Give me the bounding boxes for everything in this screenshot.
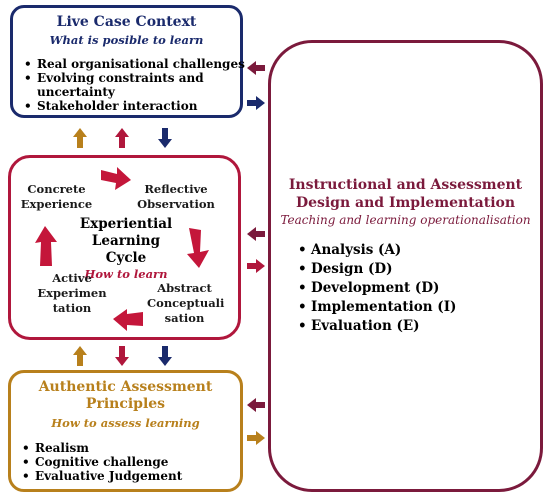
- concrete-experience-label: Concrete Experience: [20, 182, 93, 211]
- authentic-assessment-box: Authentic Assessment Principles How to a…: [8, 370, 243, 492]
- cycle-arrow-right-icon: [101, 167, 131, 190]
- live-case-context-box: Live Case Context What is posible to lea…: [10, 5, 245, 118]
- list-item: Analysis (A): [298, 241, 531, 260]
- list-item: Evaluative Judgement: [22, 469, 245, 483]
- list-item: Stakeholder interaction: [24, 99, 247, 113]
- list-item: Real organisational challenges: [24, 57, 247, 71]
- arrow-left-icon: [247, 61, 265, 75]
- live-case-list: Real organisational challenges Evolving …: [19, 57, 247, 113]
- arrow-right-icon: [247, 431, 265, 445]
- auth-title-2: Principles: [85, 396, 166, 412]
- cycle-arrow-up-icon: [35, 226, 57, 266]
- active-experimentation-label: Active Experimen tation: [37, 271, 107, 315]
- list-item: Implementation (I): [298, 298, 531, 317]
- experiential-learning-cycle-box: Concrete Experience Reflective Observati…: [8, 155, 241, 340]
- design-title-1: Instructional and Assessment: [288, 177, 523, 193]
- instructional-design-box: Instructional and Assessment Design and …: [268, 40, 543, 492]
- auth-title-1: Authentic Assessment: [38, 379, 213, 395]
- abstract-conceptualisation-label: Abstract Conceptuali sation: [147, 281, 225, 325]
- design-title-2: Design and Implementation: [295, 195, 516, 211]
- arrow-up-icon: [73, 346, 87, 366]
- arrow-down-icon: [158, 346, 172, 366]
- elc-title-1: Experiential: [79, 216, 173, 232]
- reflective-observation-label: Reflective Observation: [137, 182, 215, 211]
- list-item: Evolving constraints and uncertainty: [24, 71, 207, 99]
- list-item: Design (D): [298, 260, 531, 279]
- auth-list: Realism Cognitive challenge Evaluative J…: [17, 441, 245, 483]
- list-item: Realism: [22, 441, 245, 455]
- list-item: Development (D): [298, 279, 531, 298]
- elc-title-3: Cycle: [105, 250, 147, 266]
- cycle-arrow-left-icon: [113, 309, 143, 331]
- arrow-right-icon: [247, 259, 265, 273]
- auth-subtitle: How to assess learning: [51, 416, 200, 430]
- arrow-up-icon: [73, 128, 87, 148]
- arrow-up-icon: [115, 128, 129, 148]
- elc-center: Experiential Learning Cycle How to learn: [71, 216, 181, 282]
- list-item: Evaluation (E): [298, 317, 531, 336]
- list-item: Cognitive challenge: [22, 455, 245, 469]
- arrow-down-icon: [115, 346, 129, 366]
- live-case-title: Live Case Context: [56, 14, 197, 30]
- addie-list: Analysis (A) Design (D) Development (D) …: [293, 241, 531, 336]
- design-subtitle: Teaching and learning operationalisation: [280, 213, 531, 227]
- arrow-down-icon: [158, 128, 172, 148]
- cycle-arrow-down-icon: [187, 228, 209, 268]
- arrow-left-icon: [247, 227, 265, 241]
- arrow-left-icon: [247, 398, 265, 412]
- elc-title-2: Learning: [91, 233, 161, 249]
- live-case-subtitle: What is posible to learn: [49, 33, 204, 47]
- elc-subtitle: How to learn: [84, 267, 168, 281]
- arrow-right-icon: [247, 96, 265, 110]
